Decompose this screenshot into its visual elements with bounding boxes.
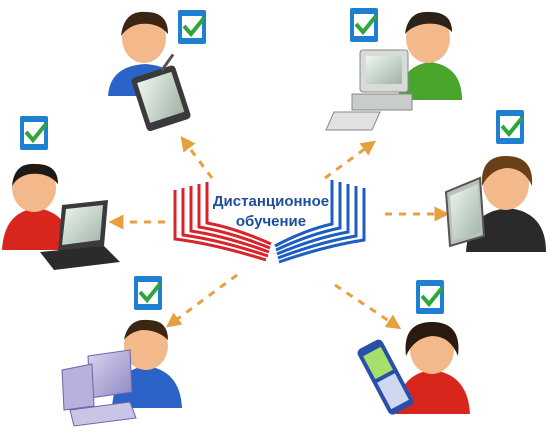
arrow-bottom-right (334, 283, 402, 330)
center-title-line2: обучение (235, 213, 307, 230)
person-icon (466, 156, 546, 252)
check-icon (420, 286, 444, 308)
monitor-icon (444, 176, 486, 248)
participant-bottom-left (61, 276, 182, 427)
participant-mid-right (444, 110, 546, 252)
arrow-bottom-left (165, 273, 238, 328)
center-title: Дистанционное обучение (196, 192, 346, 232)
arrow-top-left (180, 136, 214, 179)
person-icon (2, 163, 72, 250)
phone-icon (357, 339, 414, 415)
desktop-computer-icon (325, 49, 413, 131)
participant-top-right (325, 8, 462, 131)
check-icon (182, 16, 206, 38)
tablet-icon (131, 53, 191, 132)
participant-bottom-right (357, 280, 470, 415)
open-book-icon (173, 180, 366, 264)
center-title-line1: Дистанционное (212, 193, 330, 210)
desktop-computer-icon (61, 349, 137, 427)
arrow-top-right (324, 140, 377, 180)
person-icon (396, 322, 470, 414)
check-icon (500, 116, 524, 138)
laptop-icon (40, 200, 120, 270)
check-icon (138, 282, 162, 304)
check-icon (354, 14, 378, 36)
person-icon (398, 11, 462, 100)
arrows (108, 136, 450, 330)
participant-top-left (108, 10, 206, 132)
check-icon (24, 122, 48, 144)
participant-mid-left (2, 116, 120, 270)
